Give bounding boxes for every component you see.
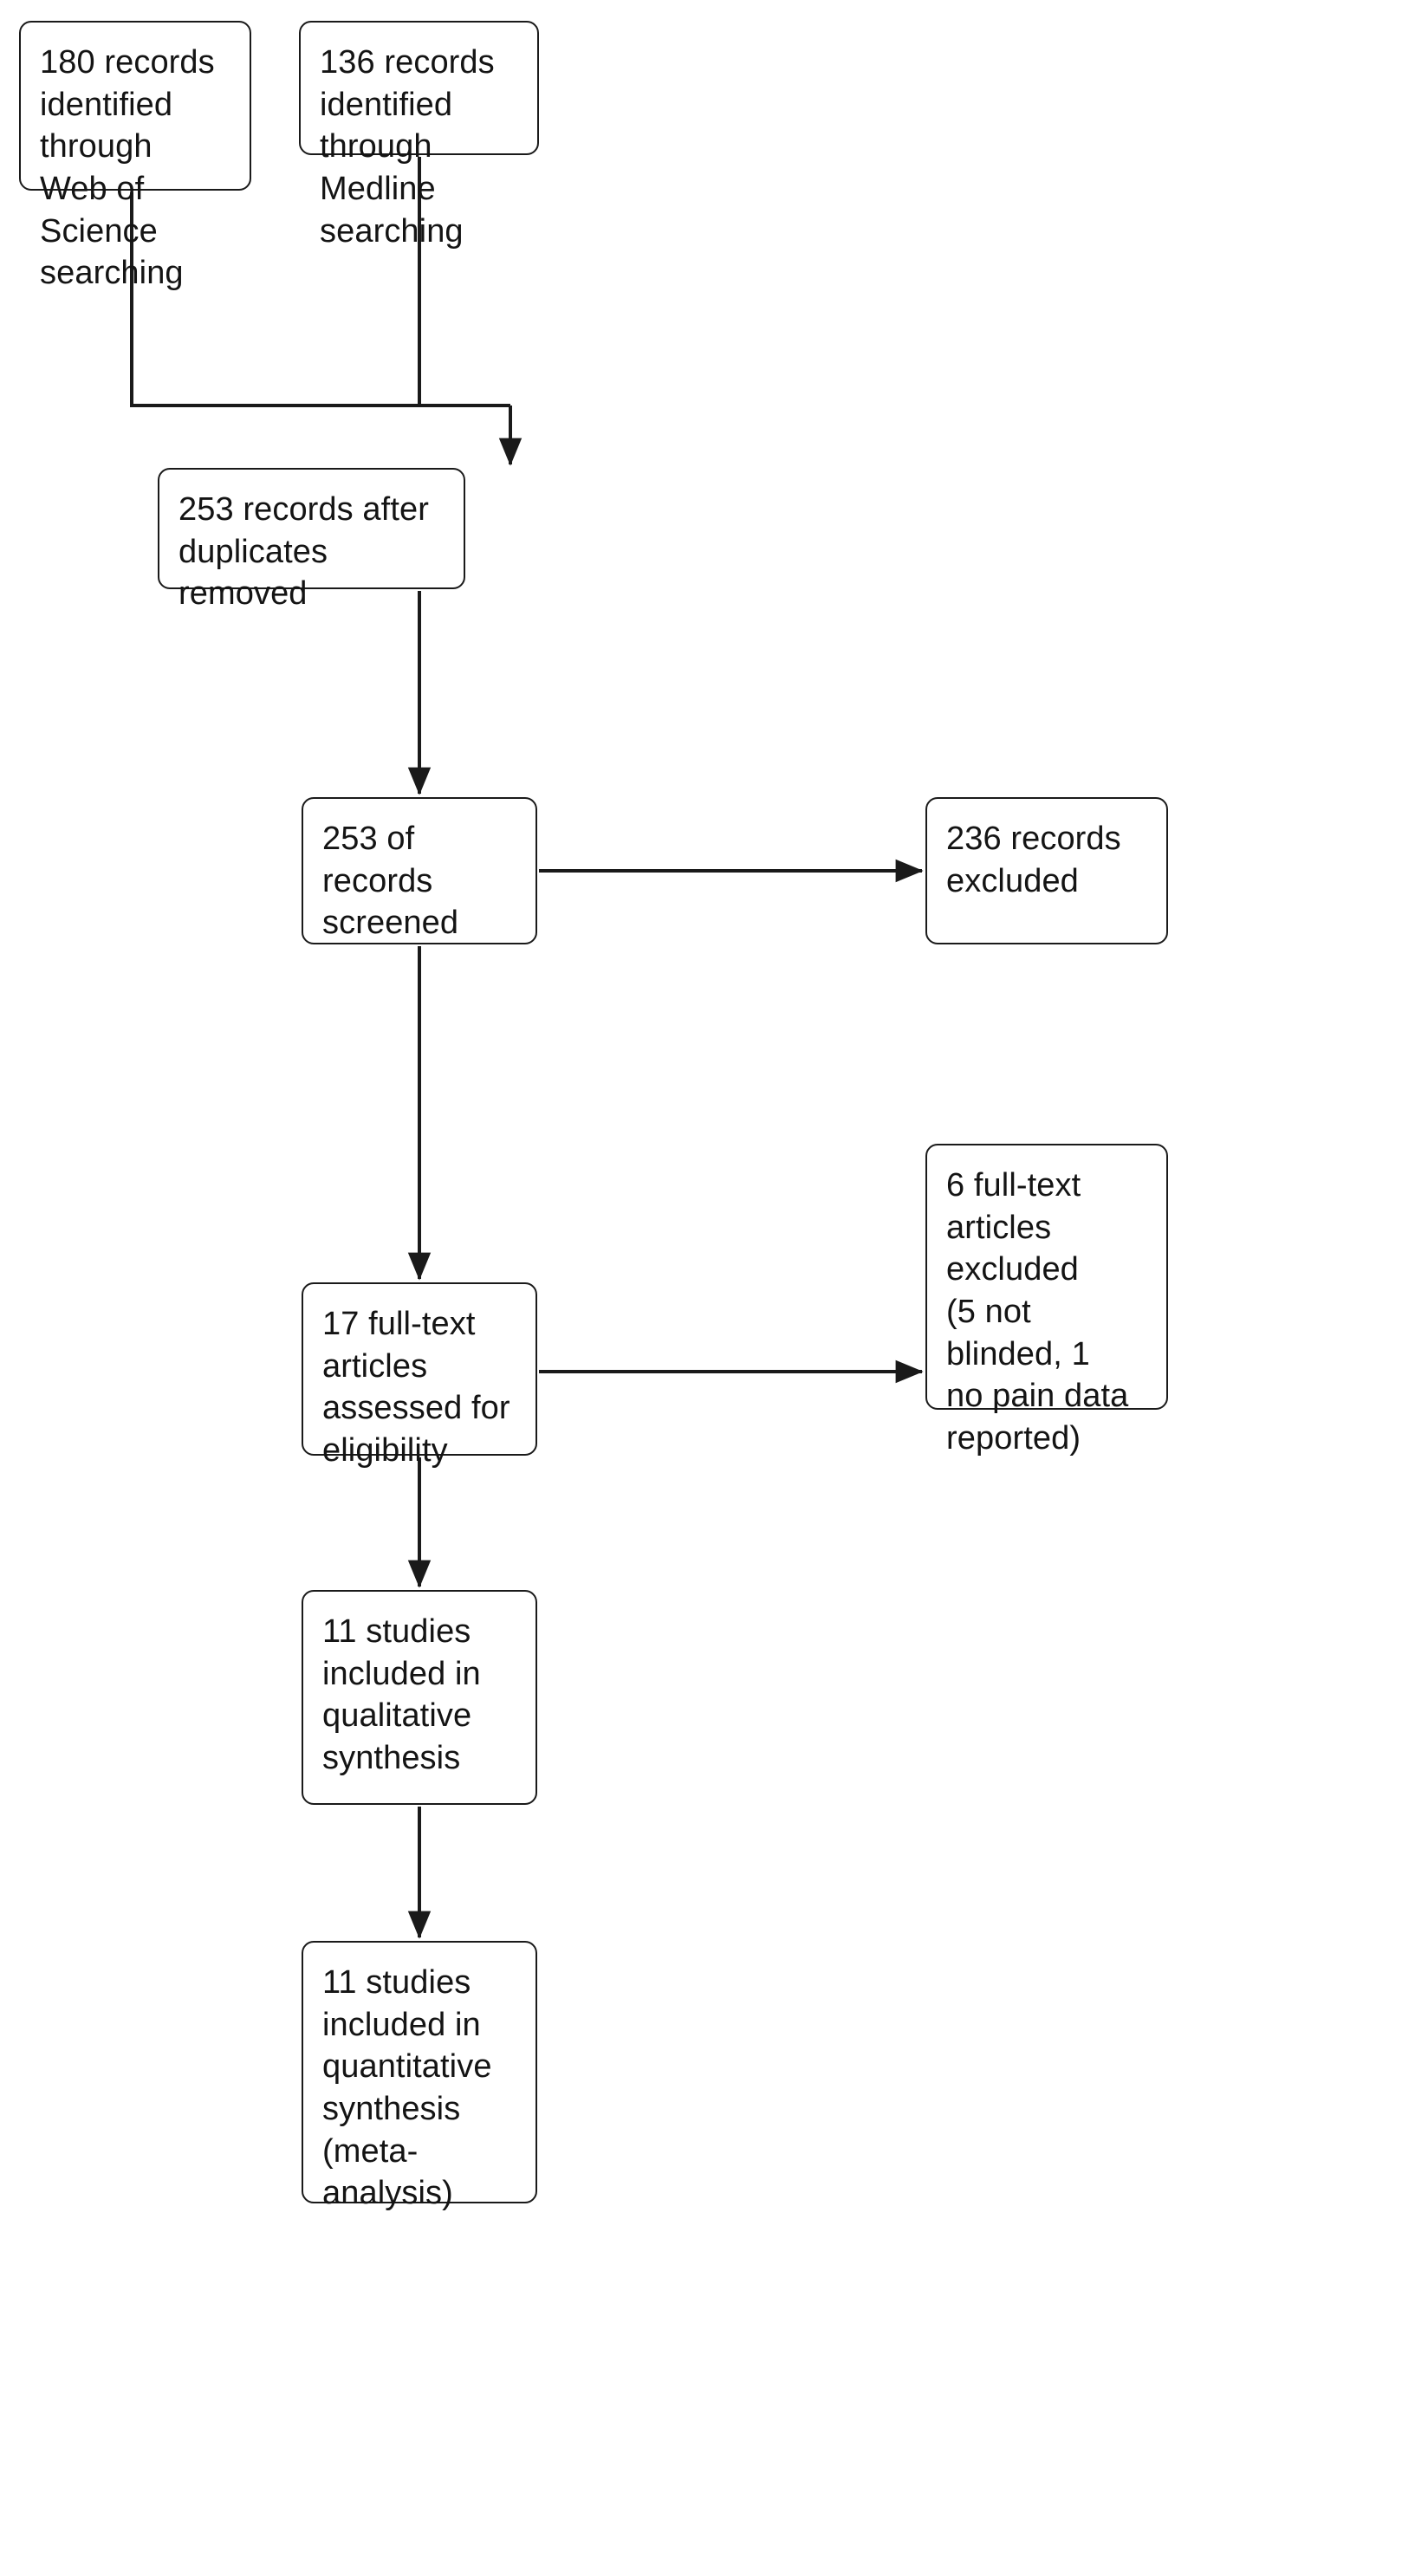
box-full-text-articles-excluded: 6 full-text articles excluded (5 not bli… — [925, 1144, 1168, 1457]
box-records-after-duplicates-removed: 253 records after duplicates removed — [158, 468, 465, 612]
box-label: 180 records identified through Web of Sc… — [40, 44, 215, 292]
box-label: 136 records identified through Medline s… — [320, 44, 495, 250]
box-label: 236 records excluded — [946, 821, 1121, 899]
box-records-screened: 253 of records screened — [302, 797, 537, 944]
box-studies-included-qualitative-synthesis: 11 studies included in qualitative synth… — [302, 1590, 537, 1805]
box-label: 17 full-text articles assessed for eligi… — [322, 1306, 510, 1469]
box-records-identified-medline: 136 records identified through Medline s… — [299, 21, 539, 250]
box-full-text-articles-assessed: 17 full-text articles assessed for eligi… — [302, 1282, 537, 1469]
box-label: 253 of records screened — [322, 821, 459, 942]
box-records-excluded: 236 records excluded — [925, 797, 1168, 944]
box-label: 6 full-text articles excluded (5 not bli… — [946, 1167, 1129, 1457]
box-label: 11 studies included in quantitative synt… — [322, 1964, 492, 2212]
box-records-identified-web-of-science: 180 records identified through Web of Sc… — [19, 21, 251, 291]
box-studies-included-quantitative-synthesis: 11 studies included in quantitative synt… — [302, 1941, 537, 2211]
box-label: 253 records after duplicates removed — [178, 491, 429, 613]
box-label: 11 studies included in qualitative synth… — [322, 1613, 481, 1776]
